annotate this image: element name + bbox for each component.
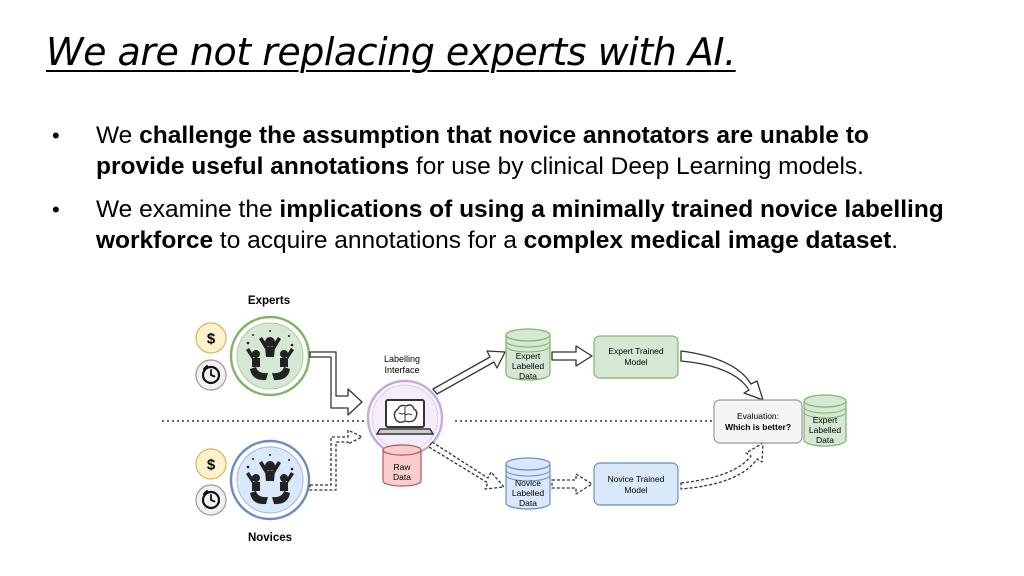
expert-cost-icon: $ bbox=[195, 322, 227, 354]
bullet-2-text-b: to acquire annotations for a bbox=[213, 227, 524, 254]
novices-label: Novices bbox=[248, 532, 292, 544]
bullet-1-bold-a: challenge the assumption that novice ann… bbox=[96, 122, 869, 180]
bullet-1-text-b: for use by clinical Deep Learning models… bbox=[409, 153, 864, 180]
novice-trained-model-line-1: Novice Trained bbox=[608, 474, 665, 484]
evaluation-data-line-2: Labelled bbox=[809, 425, 841, 435]
novice-time-clock-icon bbox=[194, 483, 228, 517]
expert-time-clock-icon bbox=[194, 358, 228, 392]
arrow-novice-data-to-model bbox=[551, 473, 593, 495]
novice-labelled-data-line-1: Novice bbox=[515, 478, 541, 488]
arrow-expert-data-to-model bbox=[551, 345, 593, 367]
bullet-2-bold-a: implications of using a minimally traine… bbox=[96, 196, 944, 254]
experts-label: Experts bbox=[248, 295, 290, 307]
expert-trained-model-line-2: Model bbox=[624, 357, 647, 367]
labelling-interface-label-line-2: Interface bbox=[384, 365, 419, 375]
experts-people-icon bbox=[229, 315, 311, 397]
labelling-interface-label-line-1: Labelling bbox=[384, 354, 420, 364]
evaluation-label: Evaluation: bbox=[737, 411, 779, 421]
arrow-novices-to-interface bbox=[309, 429, 363, 491]
evaluation-data-line-1: Expert bbox=[813, 415, 838, 425]
arrow-interface-to-novice-data bbox=[428, 441, 505, 490]
raw-data-database-icon: Raw Data bbox=[382, 444, 422, 487]
evaluation-expert-data-database-icon: Expert Labelled Data bbox=[803, 394, 847, 447]
expert-dollar-icon: $ bbox=[207, 331, 216, 348]
evaluation-data-line-3: Data bbox=[816, 435, 834, 445]
bullet-list: We challenge the assumption that novice … bbox=[52, 120, 952, 268]
expert-trained-model-box: Expert Trained Model bbox=[593, 335, 679, 379]
arrow-expert-model-to-evaluation bbox=[680, 350, 764, 401]
bullet-1-text-a: We bbox=[96, 122, 140, 149]
bullet-item-1: We challenge the assumption that novice … bbox=[52, 120, 952, 182]
brain-icon bbox=[393, 404, 418, 423]
arrow-novice-model-to-evaluation bbox=[680, 442, 764, 490]
expert-labelled-data-line-2: Labelled bbox=[512, 361, 544, 371]
expert-labelled-data-line-3: Data bbox=[519, 371, 537, 381]
novice-dollar-icon: $ bbox=[207, 457, 216, 474]
labelling-interface-laptop-icon bbox=[366, 379, 444, 457]
evaluation-box: Evaluation: Which is better? bbox=[713, 399, 803, 444]
bullet-item-2: We examine the implications of using a m… bbox=[52, 194, 952, 256]
novice-cost-icon: $ bbox=[195, 448, 227, 480]
bullet-2-text-a: We examine the bbox=[96, 196, 280, 223]
arrow-experts-to-interface bbox=[309, 351, 363, 416]
novice-trained-model-box: Novice Trained Model bbox=[593, 462, 679, 506]
arrow-interface-to-expert-data bbox=[432, 350, 506, 395]
novice-labelled-data-line-2: Labelled bbox=[512, 488, 544, 498]
evaluation-question: Which is better? bbox=[725, 422, 791, 432]
novice-trained-model-line-2: Model bbox=[624, 485, 647, 495]
novices-people-icon bbox=[229, 439, 311, 521]
expert-trained-model-line-1: Expert Trained bbox=[608, 346, 664, 356]
novice-labelled-data-database-icon: Novice Labelled Data bbox=[505, 457, 551, 510]
slide-title: We are not replacing experts with AI. bbox=[46, 30, 736, 74]
raw-data-label-line-2: Data bbox=[393, 472, 411, 482]
expert-labelled-data-database-icon: Expert Labelled Data bbox=[505, 328, 551, 381]
raw-data-label-line-1: Raw bbox=[393, 462, 411, 472]
novice-labelled-data-line-3: Data bbox=[519, 498, 537, 508]
expert-labelled-data-line-1: Expert bbox=[516, 351, 541, 361]
bullet-2-text-c: . bbox=[891, 227, 899, 254]
bullet-2-bold-b: complex medical image dataset bbox=[523, 227, 892, 254]
